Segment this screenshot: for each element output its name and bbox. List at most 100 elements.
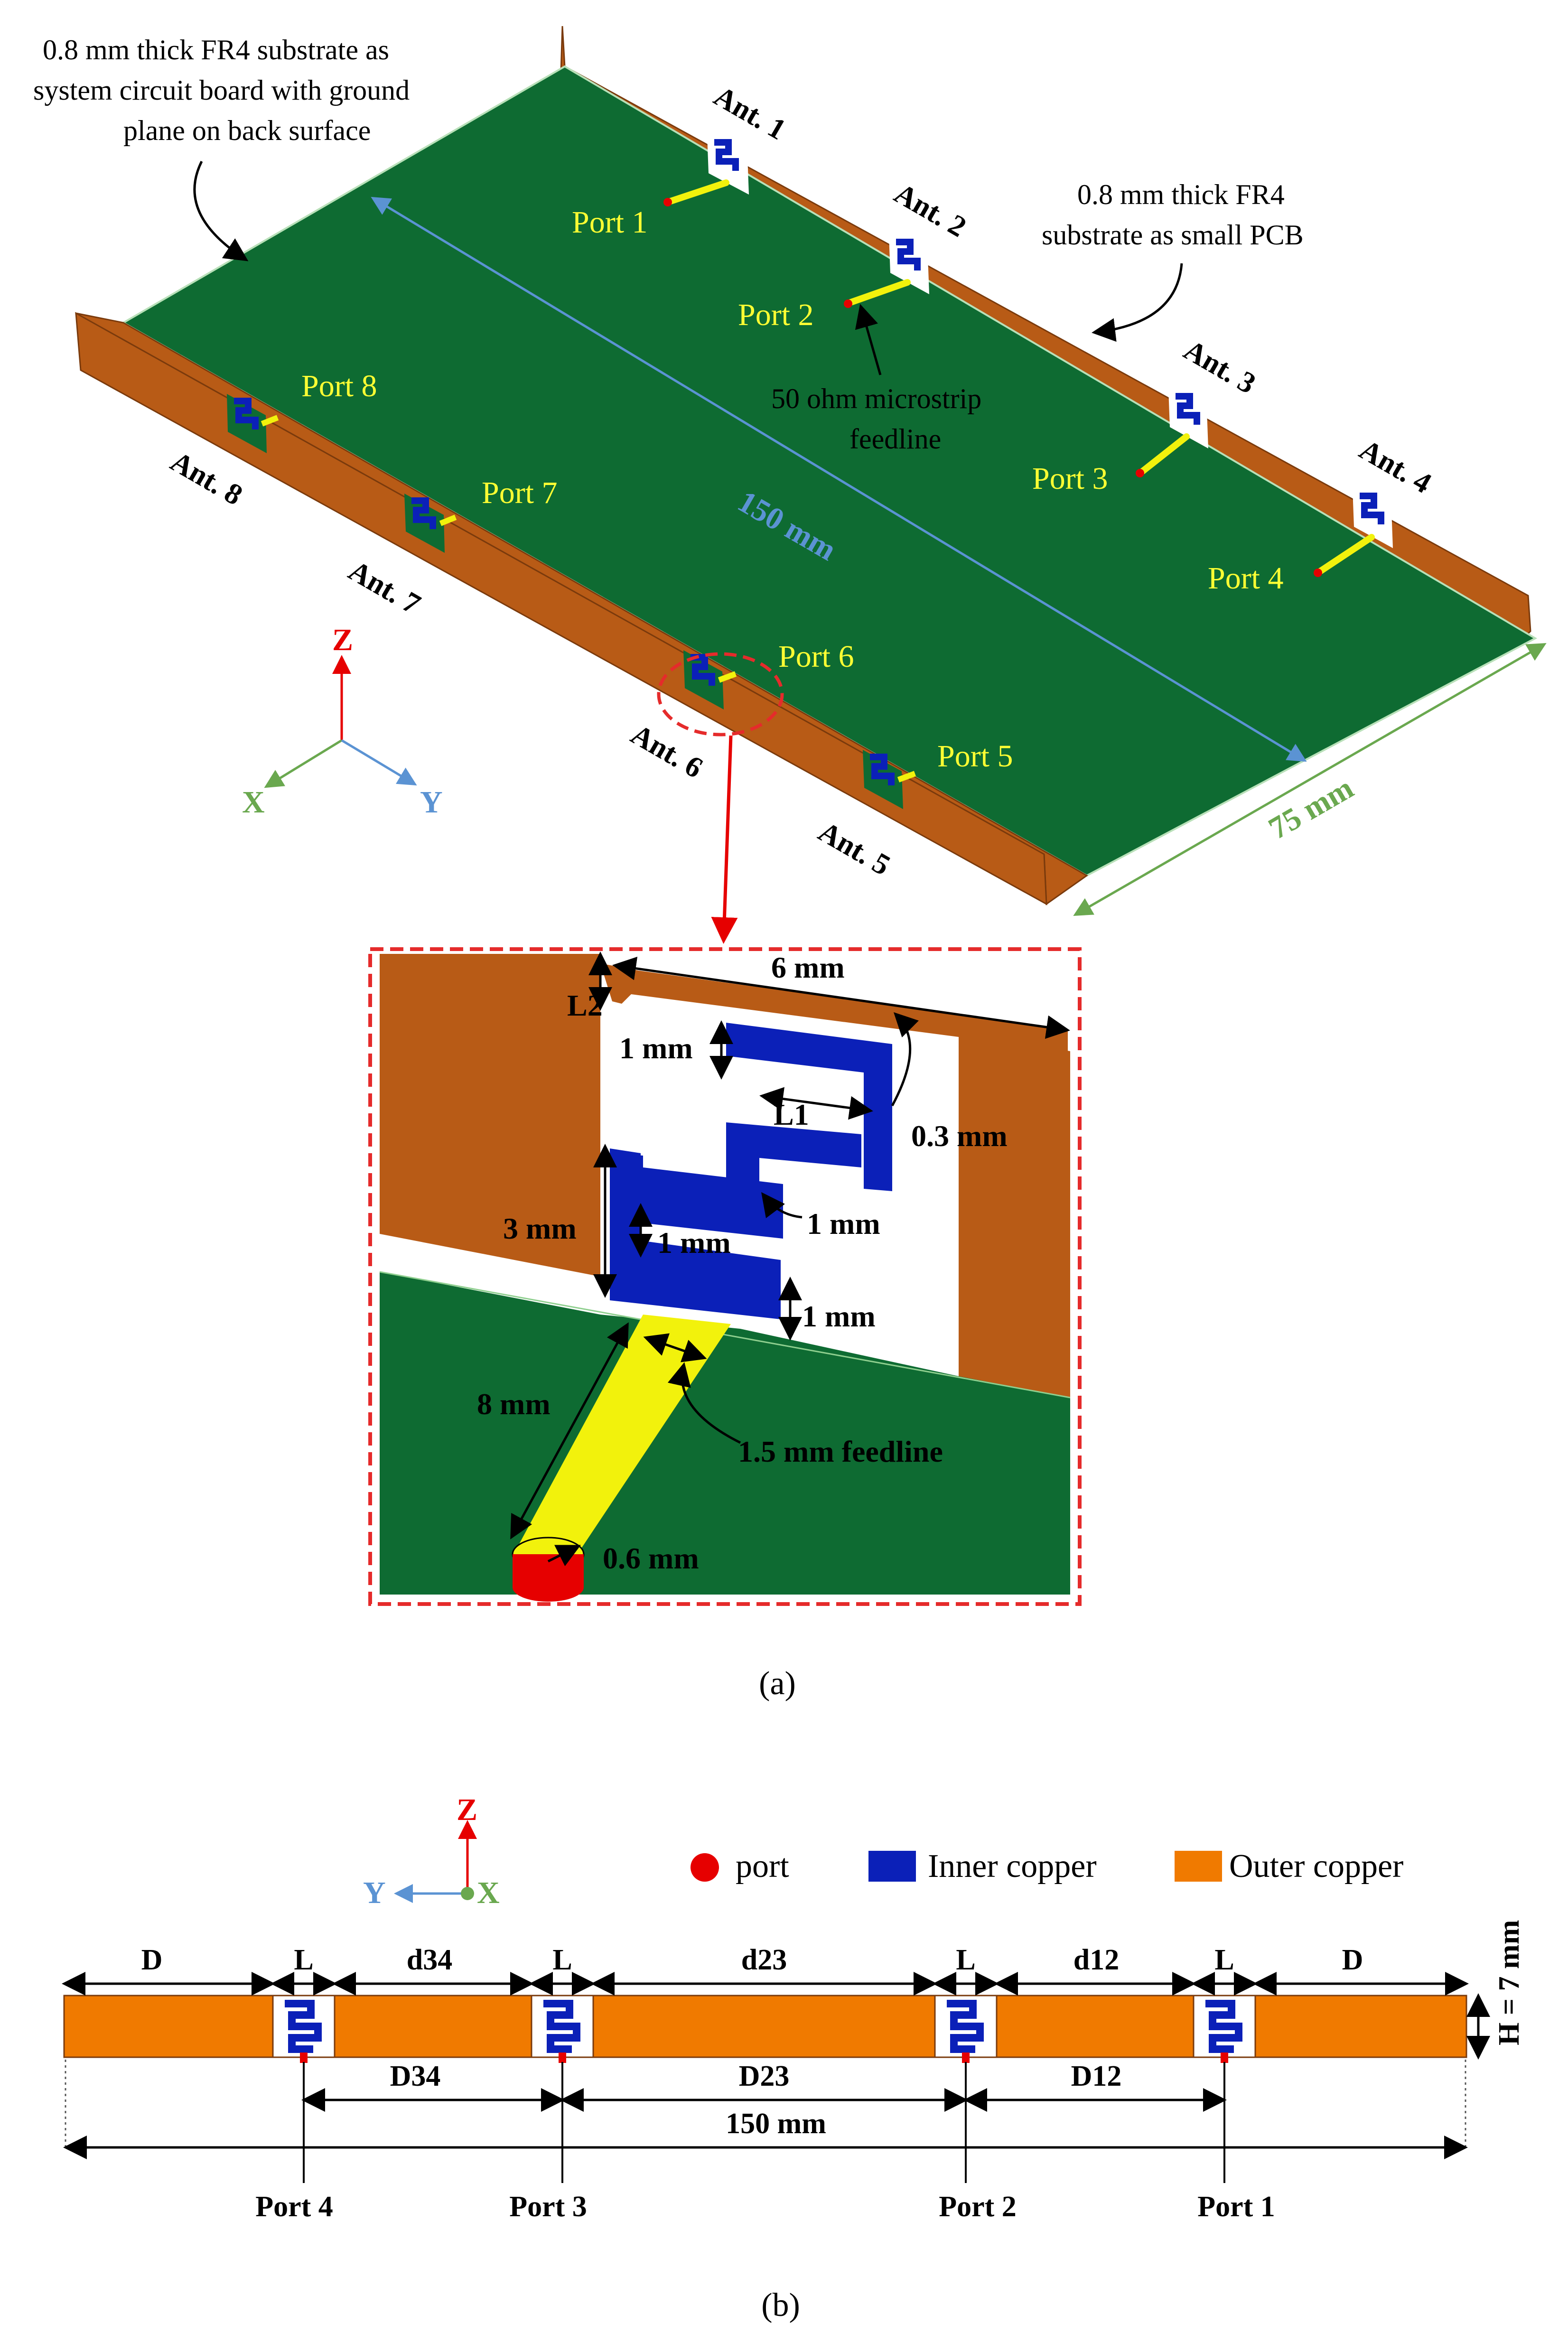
port-labels: Port 1 Port 2 Port 3 Port 4 Port 5 Port … [301,205,1284,774]
spacing-arrows [63,2088,1468,2159]
strip-antenna-3 [531,1995,594,2063]
panel-b: Z Y X port Inner copper Outer copper [62,1792,1525,2323]
port-label-8: Port 8 [301,369,377,403]
top-dim-d12: d12 [1073,1944,1119,1976]
antenna-label-5: Ant. 5 [813,815,896,882]
inner-copper-meander [610,1023,892,1319]
axis-z-label: Z [332,623,353,657]
svg-text:plane on back surface: plane on back surface [123,115,371,146]
antenna-label-7: Ant. 7 [343,554,426,621]
port-label-2: Port 2 [738,298,814,332]
spacing-labels: D34 D23 D12 150 mm [390,2060,1122,2140]
axis-b-z-label: Z [457,1792,477,1827]
strip-port-4: Port 4 [255,2191,333,2223]
small-pcb-pointer [1092,263,1183,342]
legend: port Inner copper Outer copper [691,1848,1403,1885]
dim-3mm: 3 mm [503,1212,577,1245]
zoom-frame [368,947,1082,1606]
strip-port-3: Port 3 [509,2191,587,2223]
zoom-circle [657,652,784,737]
port-label-1: Port 1 [572,205,648,240]
axis-triad-a: Z X Y [242,623,443,820]
strip-antenna-1 [1193,1995,1256,2063]
zoom-connector [711,735,738,944]
strip-antenna-4 [272,1995,336,2063]
top-dim-labels: D L d34 L d23 L d12 L D [141,1944,1363,1976]
antenna-label-6: Ant. 6 [625,718,708,784]
dim-1mm-inner: 1 mm [657,1226,731,1259]
dim-6mm: 6 mm [771,951,845,984]
svg-text:0.8 mm thick FR4: 0.8 mm thick FR4 [1077,179,1285,210]
strip-port-1: Port 1 [1197,2191,1275,2223]
top-dim-d34: d34 [407,1944,452,1976]
legend-outer-swatch [1175,1851,1222,1882]
legend-outer-label: Outer copper [1229,1848,1403,1885]
legend-inner-label: Inner copper [928,1848,1097,1885]
height-label: H = 7 mm [1493,1920,1525,2045]
port-label-3: Port 3 [1032,461,1108,496]
antenna-label-3: Ant. 3 [1178,334,1261,400]
top-dim-d-left: D [141,1944,163,1976]
antenna-label-1: Ant. 1 [709,80,791,146]
dim-1mm-top: 1 mm [619,1031,693,1065]
strip-antennas [272,1995,1256,2063]
zoom-detail: 6 mm L2 1 mm L1 0.3 mm 1 mm 3 mm 1 mm 1 … [368,947,1082,1606]
strip-port-2: Port 2 [939,2191,1017,2223]
dim-feedline: 1.5 mm feedline [738,1435,943,1468]
spacing-d12: D12 [1071,2060,1122,2092]
axis-b-x-label: X [477,1875,500,1910]
top-dim-l3: L [552,1944,572,1976]
port-label-6: Port 6 [778,639,854,674]
dim-0-3mm: 0.3 mm [911,1119,1008,1153]
dim-1mm-bottom: 1 mm [802,1299,876,1333]
port-label-4: Port 4 [1208,561,1284,596]
strip-antenna-2 [934,1995,998,2063]
axis-x-label: X [242,785,265,820]
antenna-label-2: Ant. 2 [889,177,971,243]
strip-port-labels: Port 4 Port 3 Port 2 Port 1 [255,2191,1275,2223]
svg-text:feedline: feedline [849,423,941,455]
total-length: 150 mm [726,2108,826,2140]
top-dim-d23: d23 [741,1944,787,1976]
dim-l1: L1 [774,1098,809,1131]
antenna-label-4: Ant. 4 [1354,433,1437,500]
antenna-1 [707,135,749,195]
small-pcb-annotation: 0.8 mm thick FR4 substrate as small PCB [1042,179,1304,251]
width-dim-line [1073,643,1547,916]
axis-b-y-label: Y [363,1875,386,1910]
system-board-pointer [193,160,249,261]
spacing-d23: D23 [739,2060,790,2092]
top-dim-d-right: D [1342,1944,1363,1976]
legend-port-swatch [691,1853,719,1882]
port-label-7: Port 7 [482,476,558,510]
port-label-5: Port 5 [937,739,1013,774]
top-dim-l4: L [294,1944,313,1976]
legend-port-label: port [736,1848,789,1885]
dim-1mm-mid: 1 mm [807,1207,880,1241]
axis-triad-b: Z Y X [363,1792,500,1910]
feedline-annotation: 50 ohm microstrip feedline [771,383,981,455]
axis-y-label: Y [420,785,443,820]
dim-8mm: 8 mm [477,1387,551,1421]
system-board-annotation: 0.8 mm thick FR4 substrate as system cir… [33,34,410,146]
antenna-4 [1353,489,1393,548]
top-dim-l1: L [1214,1944,1234,1976]
port-lines [303,2062,1225,2183]
panel-a: 150 mm 75 mm 0.8 mm thick FR4 substrate … [33,26,1547,1702]
feedline-pointer [855,304,882,375]
dotted-leaders [65,2060,1466,2150]
svg-text:50 ohm microstrip: 50 ohm microstrip [771,383,981,414]
antenna-8 [227,394,279,453]
dim-l2: L2 [567,989,603,1022]
svg-text:substrate as small PCB: substrate as small PCB [1042,219,1304,251]
caption-b: (b) [761,2287,800,2323]
spacing-d34: D34 [390,2060,441,2092]
svg-text:system circuit board with grou: system circuit board with ground [33,75,410,106]
caption-a: (a) [759,1665,796,1702]
width-label: 75 mm [1263,771,1359,846]
dim-0-6mm: 0.6 mm [603,1541,699,1575]
svg-text:0.8 mm thick FR4 substrate as: 0.8 mm thick FR4 substrate as [43,34,389,65]
legend-inner-swatch [868,1851,916,1882]
top-dim-l2: L [956,1944,975,1976]
